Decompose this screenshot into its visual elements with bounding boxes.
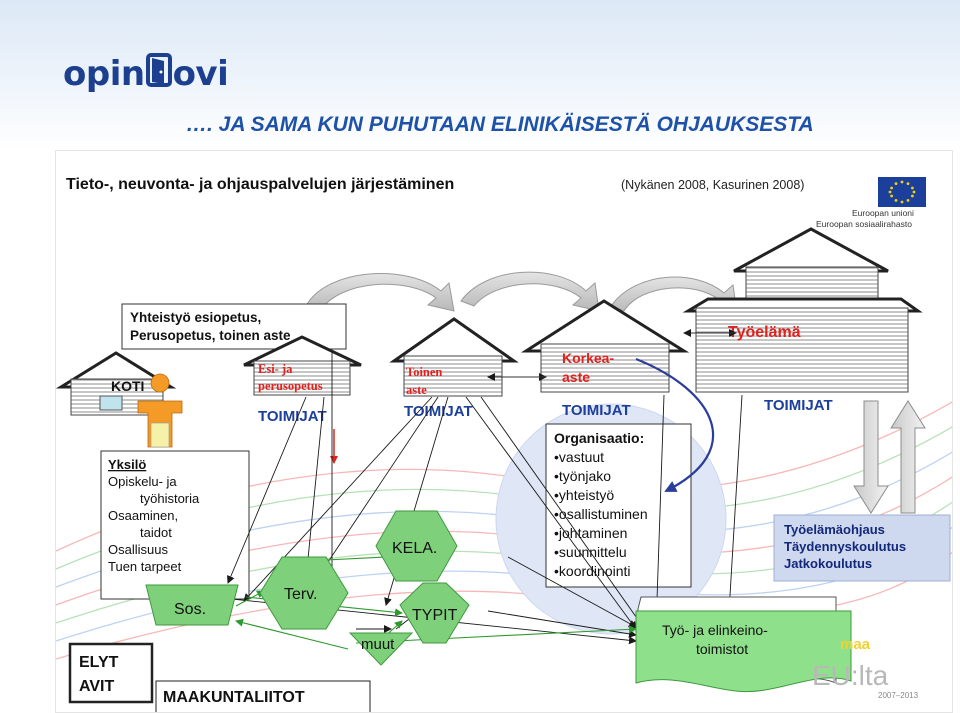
organisation-item-2: •työnjako — [554, 468, 611, 484]
kela-label: KELA. — [392, 540, 437, 557]
toinen-label-1: Toinen — [406, 365, 442, 379]
esi-label-1: Esi- ja — [258, 362, 293, 376]
individual-line-5: Osallisuus — [108, 542, 168, 557]
eu-label-2: Euroopan sosiaalirahasto — [816, 219, 912, 229]
organisation-item-3: •yhteistyö — [554, 487, 614, 503]
individual-line-3: Osaaminen, — [108, 508, 178, 523]
organisation-item-7: •koordinointi — [554, 563, 631, 579]
service-muut: muut — [348, 632, 414, 666]
opinovi-logo: opin ovi — [63, 52, 229, 97]
muut-label: muut — [361, 636, 395, 653]
eu-flag-icon — [878, 177, 926, 207]
figure-title: Tieto-, neuvonta- ja ohjauspalvelujen jä… — [66, 176, 454, 193]
person-icon — [137, 373, 183, 448]
individual-box: Yksilö Opiskelu- ja työhistoria Osaamine… — [100, 450, 250, 600]
elyt-box: ELYT AVIT — [68, 642, 154, 704]
organisation-title: Organisaatio: — [554, 430, 644, 446]
house-toinen-aste: Toinen aste — [389, 317, 519, 397]
working-life-line-3: Jatkokoulutus — [784, 556, 872, 571]
cooperation-line-2: Perusopetus, toinen aste — [130, 328, 291, 343]
terv-label: Terv. — [284, 586, 317, 603]
watermark-line-2: EU:lta — [812, 660, 889, 691]
individual-line-6: Tuen tarpeet — [108, 559, 182, 574]
logo-text-right: ovi — [172, 54, 229, 94]
sos-label: Sos. — [174, 601, 206, 618]
organisation-box: Organisaatio: •vastuut •työnjako •yhteis… — [545, 423, 692, 588]
watermark-years: 2007–2013 — [878, 691, 919, 700]
maakunta-box: MAAKUNTALIITOT — [155, 680, 371, 712]
house-tyoelama: Työelämä — [682, 227, 923, 393]
watermark-line-1: maa — [840, 636, 871, 653]
individual-line-2: työhistoria — [140, 491, 200, 506]
vertical-exchange-arrows — [853, 400, 926, 514]
avit-label: AVIT — [79, 678, 114, 695]
esi-label-2: perusopetus — [258, 379, 323, 393]
guidance-diagram: Tieto-, neuvonta- ja ohjauspalvelujen jä… — [55, 150, 953, 713]
individual-line-4: taidot — [140, 525, 172, 540]
organisation-item-4: •osallistuminen — [554, 506, 648, 522]
cooperation-line-1: Yhteistyö esiopetus, — [130, 310, 261, 325]
toinen-label-2: aste — [406, 383, 427, 397]
individual-line-1: Opiskelu- ja — [108, 474, 177, 489]
individual-title: Yksilö — [108, 457, 146, 472]
tyoelama-label: Työelämä — [728, 324, 801, 341]
door-icon — [145, 52, 172, 97]
eu-watermark: maa EU:lta 2007–2013 — [812, 636, 919, 700]
working-life-line-2: Täydennyskoulutus — [784, 539, 906, 554]
eu-label-1: Euroopan unioni — [852, 208, 914, 218]
organisation-item-5: •johtaminen — [554, 525, 627, 541]
organisation-item-1: •vastuut — [554, 449, 604, 465]
service-typit: TYPIT — [399, 582, 470, 644]
toimijat-label-1: TOIMIJAT — [258, 408, 327, 425]
koti-label: KOTI — [111, 378, 144, 394]
service-sos: Sos. — [145, 584, 239, 626]
toimijat-label-3: TOIMIJAT — [562, 402, 631, 419]
te-office-line-2: toimistot — [696, 641, 748, 657]
figure-citation: (Nykänen 2008, Kasurinen 2008) — [621, 178, 804, 192]
working-life-line-1: Työelämäohjaus — [784, 522, 885, 537]
te-office: Työ- ja elinkeino- toimistot — [635, 596, 852, 693]
te-office-line-1: Työ- ja elinkeino- — [662, 622, 768, 638]
transition-arrows — [305, 271, 738, 314]
house-connectors — [487, 329, 737, 381]
elyt-label: ELYT — [79, 654, 119, 671]
blue-curved-arrow — [635, 357, 714, 492]
korkea-label-2: aste — [562, 369, 590, 385]
service-terv: Terv. — [259, 556, 349, 630]
typit-label: TYPIT — [412, 607, 458, 624]
korkea-label-1: Korkea- — [562, 350, 614, 366]
toimijat-label-2: TOIMIJAT — [404, 403, 473, 420]
service-kela: KELA. — [375, 510, 458, 582]
logo-text-left: opin — [63, 54, 145, 94]
house-korkea-aste: Korkea- aste — [520, 299, 690, 393]
working-life-services-box: Työelämäohjaus Täydennyskoulutus Jatkoko… — [773, 514, 951, 582]
page-title: …. JA SAMA KUN PUHUTAAN ELINIKÄISESTÄ OH… — [186, 113, 814, 136]
maakunta-label: MAAKUNTALIITOT — [163, 689, 305, 706]
toimijat-label-4: TOIMIJAT — [764, 397, 833, 414]
